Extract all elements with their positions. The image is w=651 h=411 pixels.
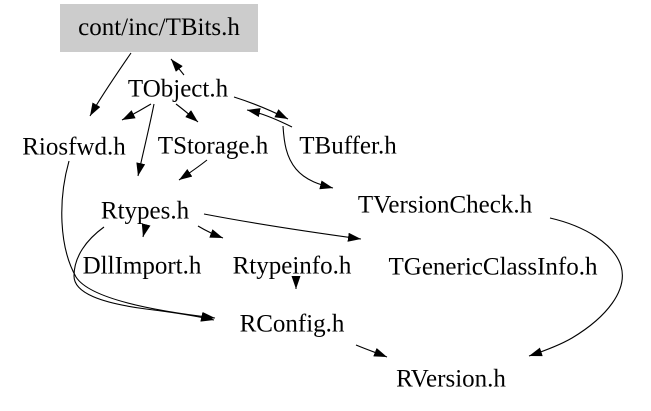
edge-tobject-tbuffer bbox=[233, 96, 289, 120]
edge-tobject-tstorage bbox=[175, 103, 199, 123]
edge-rtypes-tgenericclassinfo bbox=[203, 213, 362, 242]
edge-tstorage-rtypes bbox=[178, 159, 208, 181]
edge-tbuffer-tobject bbox=[246, 108, 293, 128]
edge-tbits-riosfwd bbox=[89, 52, 132, 117]
node-rconfig[interactable]: RConfig.h bbox=[239, 310, 345, 338]
edge-tbuffer-tversioncheck bbox=[282, 125, 334, 190]
node-rtypeinfo[interactable]: Rtypeinfo.h bbox=[232, 252, 352, 280]
node-tbuffer[interactable]: TBuffer.h bbox=[299, 132, 397, 160]
node-tobject[interactable]: TObject.h bbox=[127, 75, 229, 103]
node-tgenericclassinfo[interactable]: TGenericClassInfo.h bbox=[388, 253, 598, 281]
edge-tversioncheck-rversion bbox=[528, 217, 623, 357]
edge-riosfwd-rconfig bbox=[61, 160, 216, 321]
node-rversion[interactable]: RVersion.h bbox=[396, 365, 506, 393]
node-rtypes[interactable]: Rtypes.h bbox=[100, 197, 190, 225]
edge-rtypes-dllimport bbox=[141, 223, 151, 238]
edge-tobject-rtypes bbox=[136, 103, 155, 177]
edge-rtypes-rconfig bbox=[73, 226, 215, 322]
edge-tobject-riosfwd bbox=[121, 103, 152, 121]
node-dllimport[interactable]: DllImport.h bbox=[82, 252, 202, 280]
node-tbits: cont/inc/TBits.h bbox=[60, 4, 258, 52]
node-tversioncheck[interactable]: TVersionCheck.h bbox=[357, 191, 533, 219]
edge-tobject-tbits bbox=[170, 58, 185, 76]
edge-rconfig-rversion bbox=[355, 344, 388, 358]
edge-rtypes-rtypeinfo bbox=[197, 225, 224, 239]
node-riosfwd[interactable]: Riosfwd.h bbox=[22, 133, 126, 161]
node-tstorage[interactable]: TStorage.h bbox=[157, 132, 269, 160]
